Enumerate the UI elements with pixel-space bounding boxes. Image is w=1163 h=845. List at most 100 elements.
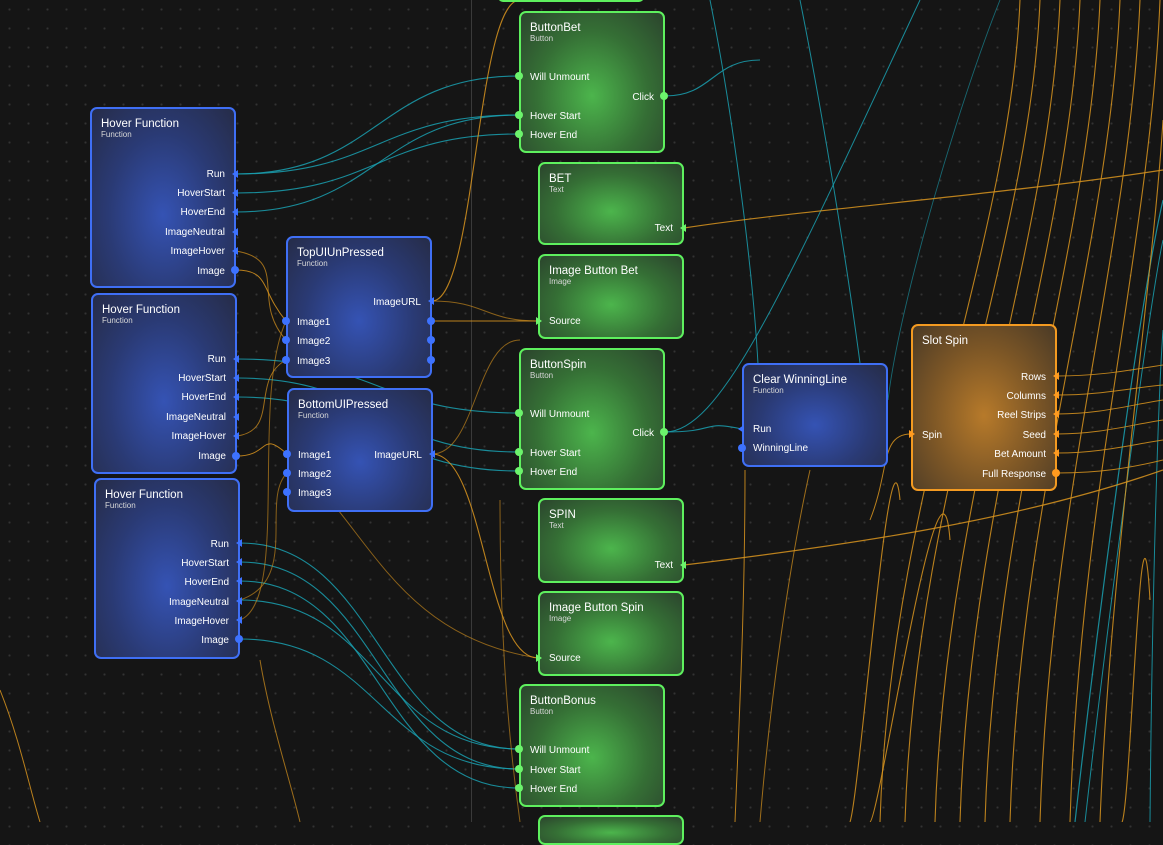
port-label-image1: Image1 xyxy=(297,317,331,328)
port-image1-handle[interactable] xyxy=(282,317,290,325)
hover-function-node-3[interactable]: Hover Function Function Run HoverStart H… xyxy=(94,478,240,659)
port-label-run: Run xyxy=(207,354,226,365)
button-bonus-node[interactable]: ButtonBonus Button Will Unmount Hover St… xyxy=(519,684,665,807)
port-label-rows: Rows xyxy=(1020,372,1046,383)
wire xyxy=(1056,384,1163,396)
port-imageurl-handle[interactable] xyxy=(428,297,434,305)
port-hoverend-handle[interactable] xyxy=(236,577,242,585)
port-text-handle[interactable] xyxy=(680,224,686,232)
port-run-handle[interactable] xyxy=(232,170,238,178)
port-source-handle[interactable] xyxy=(536,317,542,325)
port-run-handle[interactable] xyxy=(738,425,744,433)
port-hoverstart-handle[interactable] xyxy=(236,558,242,566)
port-label-image: Image xyxy=(197,266,225,277)
port-out3-handle[interactable] xyxy=(427,356,435,364)
bet-text-node[interactable]: BET Text Text xyxy=(538,162,684,245)
image-button-spin-node[interactable]: Image Button Spin Image Source xyxy=(538,591,684,676)
port-winningline-handle[interactable] xyxy=(738,444,746,452)
wire xyxy=(235,114,520,175)
green-node-partial[interactable] xyxy=(538,815,684,845)
port-rows-handle[interactable] xyxy=(1053,372,1059,380)
port-hoverend-handle[interactable] xyxy=(233,393,239,401)
port-image-handle[interactable] xyxy=(231,266,239,274)
port-image-handle[interactable] xyxy=(232,452,240,460)
port-hover-start-handle[interactable] xyxy=(515,765,523,773)
port-image1-handle[interactable] xyxy=(283,450,291,458)
node-type: Button xyxy=(530,34,554,43)
port-hoverstart-handle[interactable] xyxy=(233,374,239,382)
clear-winningline-node[interactable]: Clear WinningLine Function Run WinningLi… xyxy=(742,363,888,467)
top-ui-unpressed-node[interactable]: TopUIUnPressed Function ImageURL Image1 … xyxy=(286,236,432,378)
wire xyxy=(664,59,761,97)
port-columns-handle[interactable] xyxy=(1053,391,1059,399)
port-hover-end-handle[interactable] xyxy=(515,467,523,475)
port-imagehover-handle[interactable] xyxy=(236,616,242,624)
port-full-response-handle[interactable] xyxy=(1052,469,1060,477)
port-label-text: Text xyxy=(654,223,673,234)
port-run-handle[interactable] xyxy=(236,539,242,547)
port-click-handle[interactable] xyxy=(660,92,668,100)
port-label-full-response: Full Response xyxy=(982,469,1046,480)
port-image-handle[interactable] xyxy=(235,635,243,643)
port-will-unmount-handle[interactable] xyxy=(515,745,523,753)
port-bet-amount-handle[interactable] xyxy=(1053,449,1059,457)
button-bet-node[interactable]: ButtonBet Button Will Unmount Click Hove… xyxy=(519,11,665,153)
port-hover-start-handle[interactable] xyxy=(515,448,523,456)
port-imageneutral-handle[interactable] xyxy=(232,228,238,236)
wire xyxy=(499,499,521,822)
port-out2-handle[interactable] xyxy=(427,336,435,344)
port-seed-handle[interactable] xyxy=(1053,430,1059,438)
port-label-hover-end: Hover End xyxy=(530,784,578,795)
port-label-spin: Spin xyxy=(922,430,943,441)
node-type: Function xyxy=(101,130,132,139)
port-image2-handle[interactable] xyxy=(283,469,291,477)
bottom-ui-pressed-node[interactable]: BottomUIPressed Function ImageURL Image1… xyxy=(287,388,433,512)
port-label-imagehover: ImageHover xyxy=(170,246,225,257)
wire xyxy=(1099,119,1163,822)
hover-function-node-1[interactable]: Hover Function Function Run HoverStart H… xyxy=(90,107,236,288)
node-title: Clear WinningLine xyxy=(753,374,847,386)
button-spin-node[interactable]: ButtonSpin Button Will Unmount Click Hov… xyxy=(519,348,665,490)
port-label-image: Image xyxy=(198,451,226,462)
port-hoverend-handle[interactable] xyxy=(232,208,238,216)
port-image3-handle[interactable] xyxy=(282,356,290,364)
wire xyxy=(235,114,520,213)
port-reel-strips-handle[interactable] xyxy=(1053,410,1059,418)
port-label-will-unmount: Will Unmount xyxy=(530,745,590,756)
port-hover-end-handle[interactable] xyxy=(515,784,523,792)
port-imagehover-handle[interactable] xyxy=(233,432,239,440)
port-imageneutral-handle[interactable] xyxy=(236,597,242,605)
port-image3-handle[interactable] xyxy=(283,488,291,496)
port-spin-handle[interactable] xyxy=(909,430,915,438)
port-imagehover-handle[interactable] xyxy=(232,247,238,255)
wire xyxy=(1056,399,1163,415)
port-hoverstart-handle[interactable] xyxy=(232,189,238,197)
port-text-handle[interactable] xyxy=(680,561,686,569)
wire xyxy=(1120,558,1151,822)
hover-function-node-2[interactable]: Hover Function Function Run HoverStart H… xyxy=(91,293,237,474)
wire xyxy=(1084,239,1163,822)
port-run-handle[interactable] xyxy=(233,355,239,363)
port-imageurl-handle[interactable] xyxy=(429,450,435,458)
node-title: ButtonBonus xyxy=(530,695,596,707)
node-title: Hover Function xyxy=(101,118,179,130)
node-title: Image Button Spin xyxy=(549,602,644,614)
spin-text-node[interactable]: SPIN Text Text xyxy=(538,498,684,583)
port-source-handle[interactable] xyxy=(536,654,542,662)
wire xyxy=(683,169,1163,229)
image-button-bet-node[interactable]: Image Button Bet Image Source xyxy=(538,254,684,339)
slot-spin-node[interactable]: Slot Spin Rows Columns Reel Strips Spin … xyxy=(911,324,1057,491)
port-click-handle[interactable] xyxy=(660,428,668,436)
wire xyxy=(1056,364,1163,377)
port-label-hoverstart: HoverStart xyxy=(177,188,225,199)
button-node-partial[interactable] xyxy=(498,0,644,2)
port-hover-end-handle[interactable] xyxy=(515,130,523,138)
port-will-unmount-handle[interactable] xyxy=(515,409,523,417)
node-title: Slot Spin xyxy=(922,335,969,347)
port-will-unmount-handle[interactable] xyxy=(515,72,523,80)
port-image2-handle[interactable] xyxy=(282,336,290,344)
port-hover-start-handle[interactable] xyxy=(515,111,523,119)
port-out1-handle[interactable] xyxy=(427,317,435,325)
port-imageneutral-handle[interactable] xyxy=(233,413,239,421)
